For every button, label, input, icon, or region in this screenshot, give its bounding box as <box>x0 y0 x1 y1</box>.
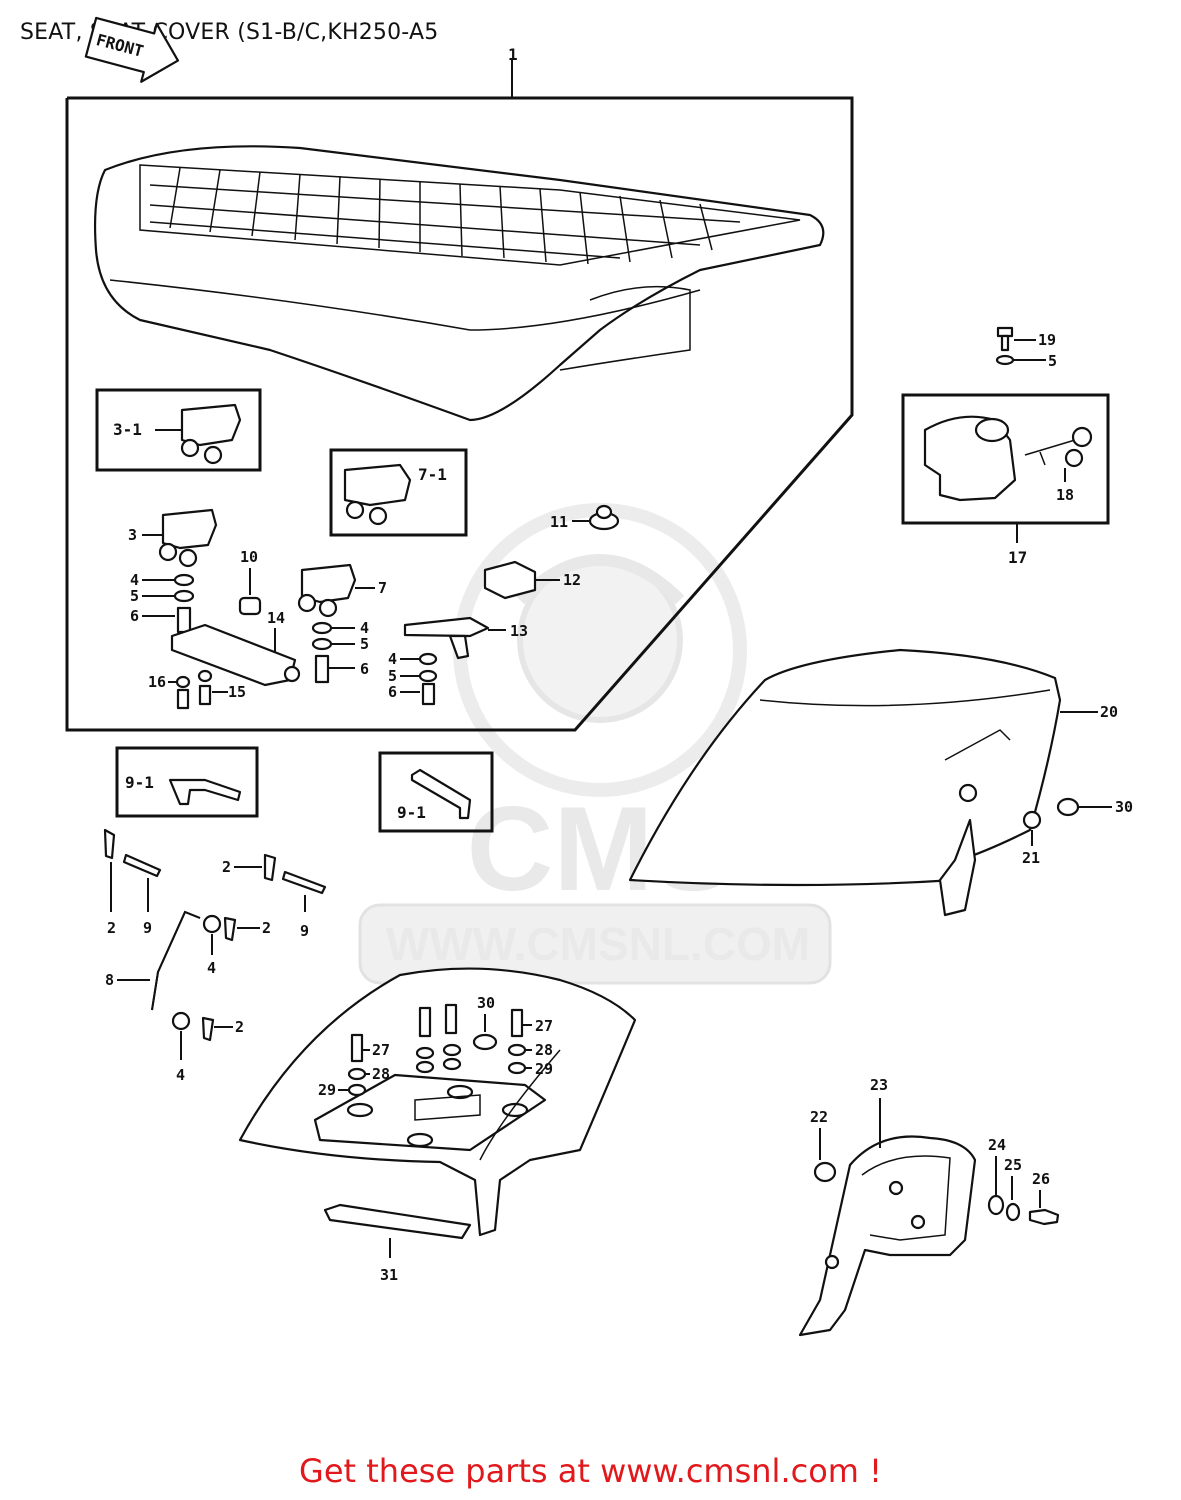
part-label-7: 7 <box>378 579 387 597</box>
part-label-3-1: 3-1 <box>113 420 142 439</box>
watermark-url: WWW.CMSNL.COM <box>386 918 810 970</box>
part-label-30b: 30 <box>477 994 495 1012</box>
part-label-24: 24 <box>988 1136 1006 1154</box>
hinge-pins-and-clips: 2 9 2 9 2 4 8 4 2 <box>103 828 327 1084</box>
part-label-15: 15 <box>228 683 246 701</box>
part-label-31: 31 <box>380 1266 398 1284</box>
part-label-4c: 4 <box>388 650 397 668</box>
part-label-30a: 30 <box>1115 798 1133 816</box>
footer-parts-link[interactable]: Get these parts at www.cmsnl.com ! <box>299 1452 882 1490</box>
part-3-1-box: 3-1 <box>95 388 262 472</box>
part-15-16-fasteners: 16 15 <box>148 669 246 710</box>
part-label-14: 14 <box>267 609 285 627</box>
part-label-17: 17 <box>1008 548 1027 567</box>
part-label-2a: 2 <box>107 919 116 937</box>
right-fastener-stack: 4 5 6 <box>388 650 438 706</box>
part-label-6c: 6 <box>388 683 397 701</box>
part-label-28b: 28 <box>535 1041 553 1059</box>
part-label-29a: 29 <box>318 1081 336 1099</box>
part-13-plate: 13 <box>403 616 528 660</box>
part-label-3: 3 <box>128 526 137 544</box>
part-23-rear-bracket: 23 22 24 25 26 <box>798 1076 1060 1337</box>
part-9-1-box-left: 9-1 <box>115 746 259 818</box>
part-label-27b: 27 <box>535 1017 553 1035</box>
part-label-5a: 5 <box>130 587 139 605</box>
part-label-26: 26 <box>1032 1170 1050 1188</box>
left-fastener-stack: 4 5 6 <box>130 571 195 634</box>
part-17-lock-box: 18 17 <box>901 393 1110 567</box>
exploded-parts-diagram: CMS WWW.CMSNL.COM FRONT 1 3-1 7-1 <box>65 16 1133 1337</box>
part-label-7-1: 7-1 <box>418 465 447 484</box>
part-label-8: 8 <box>105 971 114 989</box>
part-label-6a: 6 <box>130 607 139 625</box>
part-label-5b: 5 <box>360 635 369 653</box>
middle-fastener-stack: 4 5 6 <box>311 619 369 684</box>
part-label-2d: 2 <box>235 1018 244 1036</box>
part-label-9-1b: 9-1 <box>397 803 426 822</box>
part-label-16: 16 <box>148 673 166 691</box>
part-label-29b: 29 <box>535 1060 553 1078</box>
part-label-22: 22 <box>810 1108 828 1126</box>
seat <box>93 145 825 422</box>
part-label-6b: 6 <box>360 660 369 678</box>
part-11-cushion: 11 <box>550 504 620 531</box>
part-label-9b: 9 <box>300 922 309 940</box>
seat-pan-bottom <box>238 967 637 1237</box>
part-label-4d: 4 <box>207 959 216 977</box>
part-label-5c: 5 <box>388 667 397 685</box>
part-label-2b: 2 <box>222 858 231 876</box>
part-label-28a: 28 <box>372 1065 390 1083</box>
part-label-27a: 27 <box>372 1041 390 1059</box>
part-label-4e: 4 <box>176 1066 185 1084</box>
part-label-20: 20 <box>1100 703 1118 721</box>
part-label-25: 25 <box>1004 1156 1022 1174</box>
pan-fasteners: 30 27 28 29 27 28 29 <box>318 994 553 1099</box>
part-7-1-box: 7-1 <box>329 448 468 537</box>
part-label-19: 19 <box>1038 331 1056 349</box>
part-label-4b: 4 <box>360 619 369 637</box>
part-label-10: 10 <box>240 548 258 566</box>
part-label-12: 12 <box>563 571 581 589</box>
part-label-9a: 9 <box>143 919 152 937</box>
part-label-18: 18 <box>1056 486 1074 504</box>
part-14-plate: 14 <box>170 609 301 687</box>
part-label-21: 21 <box>1022 849 1040 867</box>
part-19-screw: 19 5 <box>995 326 1057 370</box>
part-label-5d: 5 <box>1048 352 1057 370</box>
part-7-hinge: 7 <box>297 563 387 618</box>
part-9-1-box-right: 9-1 <box>378 751 494 833</box>
part-21-30-fasteners: 21 30 <box>1022 797 1133 867</box>
part-20-seat-cover: 20 <box>628 648 1118 917</box>
part-label-9-1a: 9-1 <box>125 773 154 792</box>
part-label-23: 23 <box>870 1076 888 1094</box>
part-10-grommet: 10 <box>238 548 262 616</box>
part-31-strap: 31 <box>323 1203 472 1284</box>
part-3-hinge: 3 <box>128 508 218 568</box>
part-12-stopper: 12 <box>483 560 581 600</box>
seat-assembly-frame: 1 <box>65 45 854 732</box>
part-label-4a: 4 <box>130 571 139 589</box>
front-arrow-tag: FRONT <box>84 16 180 83</box>
part-label-2c: 2 <box>262 919 271 937</box>
part-label-1: 1 <box>508 45 518 64</box>
part-label-13: 13 <box>510 622 528 640</box>
part-label-11: 11 <box>550 513 568 531</box>
